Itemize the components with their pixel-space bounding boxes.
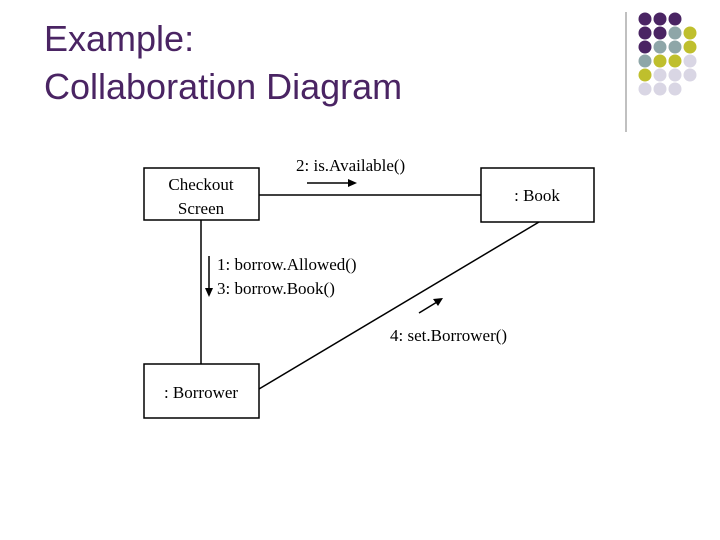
decorative-dot — [668, 82, 682, 96]
decorative-dot — [638, 82, 652, 96]
decorative-dot-grid — [625, 12, 697, 132]
message-label-1: 1: borrow.Allowed() — [217, 255, 357, 274]
object-checkout-screen-label-2: Screen — [178, 199, 225, 218]
decorative-dot — [653, 54, 667, 68]
decorative-dot — [638, 68, 652, 82]
message-label-2: 2: is.Available() — [296, 156, 405, 175]
object-checkout-screen — [143, 167, 260, 221]
message-arrow-1-3 — [205, 256, 213, 297]
decorative-dot — [638, 40, 652, 54]
object-borrower-label: : Borrower — [164, 383, 238, 402]
message-label-4: 4: set.Borrower() — [390, 326, 507, 345]
decorative-dot — [683, 40, 697, 54]
object-book — [480, 167, 595, 223]
decorative-dot — [653, 68, 667, 82]
link-borrower-book — [258, 221, 540, 390]
slide-title-line-1: Example: — [44, 18, 195, 59]
dot-group — [638, 12, 697, 96]
message-label-3: 3: borrow.Book() — [217, 279, 335, 298]
object-borrower — [143, 363, 260, 419]
message-arrow-2 — [307, 179, 357, 187]
message-arrow-4 — [418, 298, 443, 314]
decorative-dot — [683, 26, 697, 40]
decorative-dot — [638, 54, 652, 68]
decorative-dot — [653, 40, 667, 54]
decorative-dot — [668, 54, 682, 68]
decorative-dot — [683, 68, 697, 82]
decorative-dot — [683, 54, 697, 68]
object-checkout-screen-label-1: Checkout — [168, 175, 233, 194]
slide-title-line-2: Collaboration Diagram — [44, 66, 403, 107]
decorative-dot — [668, 26, 682, 40]
decorative-dot — [653, 12, 667, 26]
decorative-dot — [638, 12, 652, 26]
decorative-dot — [638, 26, 652, 40]
decorative-dot — [668, 40, 682, 54]
decorative-dot — [668, 68, 682, 82]
decorative-dot — [653, 26, 667, 40]
decorative-dot — [668, 12, 682, 26]
object-book-label: : Book — [514, 186, 560, 205]
decorative-dot — [653, 82, 667, 96]
